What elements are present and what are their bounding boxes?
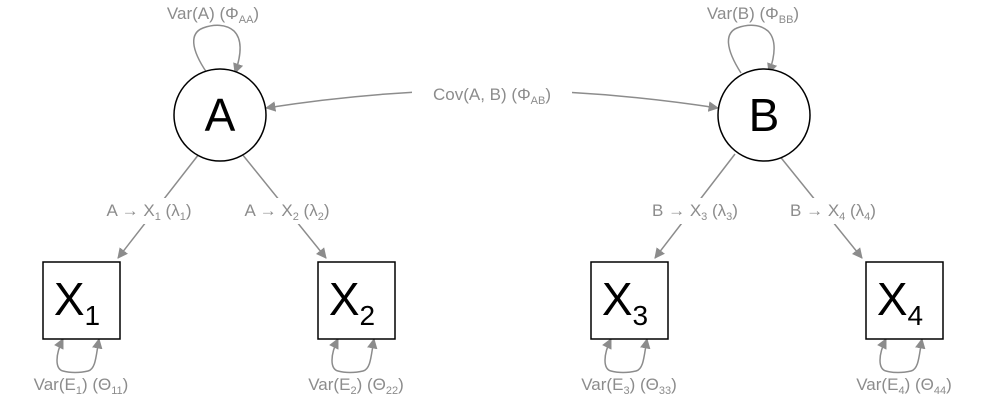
error-loop-x4 (880, 339, 922, 374)
loading-label-bg-4 (774, 198, 892, 224)
error-loop-x3 (605, 339, 647, 374)
variance-loop-a (193, 24, 244, 74)
latent-node-a-label: A (205, 89, 236, 141)
covariance-label: Cov(A, B) (ΦAB) (433, 85, 551, 107)
latent-node-b: B (717, 68, 811, 162)
error-label-x3: Var(E3) (Θ33) (581, 375, 677, 397)
observed-node-x4-label: X4 (877, 273, 923, 331)
observed-node-x3-label: X3 (602, 273, 648, 331)
loading-label-a-x2: A → X2 (λ2) (245, 201, 330, 223)
loading-label-bg-3 (636, 198, 754, 224)
covariance-label-bg (412, 83, 572, 105)
loading-label-bg-2 (228, 198, 346, 224)
error-label-x1: Var(E1) (Θ11) (34, 375, 129, 397)
loading-label-bg-1 (90, 198, 208, 224)
observed-node-x4: X4 (865, 261, 944, 340)
error-loop-x2 (332, 339, 374, 374)
observed-node-x2: X2 (317, 261, 396, 340)
error-label-x2: Var(E2) (Θ22) (308, 375, 404, 397)
error-label-x4: Var(E4) (Θ44) (856, 375, 952, 397)
variance-loop-b (727, 24, 778, 74)
variance-label-a: Var(A) (ΦAA) (167, 4, 259, 26)
latent-node-a: A (173, 68, 267, 162)
observed-node-x1: X1 (42, 261, 121, 340)
loading-label-a-x1: A → X1 (λ1) (107, 201, 192, 223)
observed-node-x1-label: X1 (54, 273, 100, 331)
error-loop-x1 (57, 339, 99, 374)
observed-node-x2-label: X2 (329, 273, 375, 331)
variance-label-b: Var(B) (ΦBB) (707, 4, 799, 26)
observed-node-x3: X3 (590, 261, 669, 340)
latent-node-b-label: B (749, 89, 780, 141)
loading-label-b-x4: B → X4 (λ4) (790, 201, 876, 223)
loading-label-b-x3: B → X3 (λ3) (652, 201, 738, 223)
